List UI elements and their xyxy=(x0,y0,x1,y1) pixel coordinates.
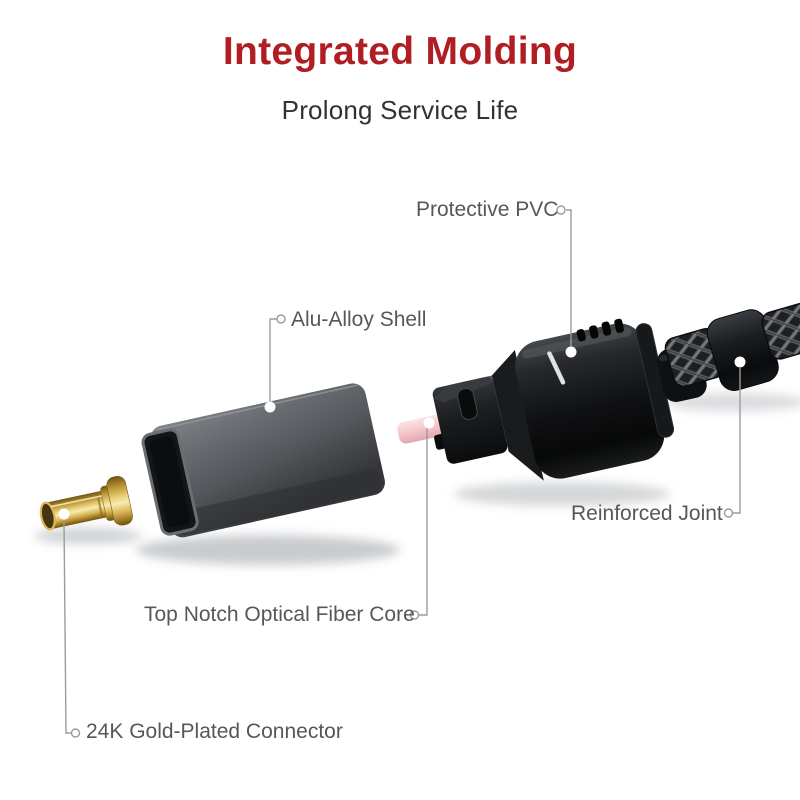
gold-connector-shape xyxy=(39,476,133,531)
label-alu-alloy-shell: Alu-Alloy Shell xyxy=(291,308,427,331)
leader-line-alu-alloy-shell xyxy=(269,318,277,402)
label-reinforced-joint: Reinforced Joint xyxy=(571,502,723,525)
leader-lines xyxy=(63,209,741,734)
leader-line-fiber-core xyxy=(419,428,428,616)
braided-cable-shape xyxy=(664,290,800,391)
toslink-connector-shape xyxy=(397,318,707,481)
leader-line-protective-pvc xyxy=(566,209,572,347)
label-circle-alu-alloy-shell xyxy=(276,314,286,324)
label-protective-pvc: Protective PVC xyxy=(416,198,559,221)
page-subtitle: Prolong Service Life xyxy=(281,95,519,125)
page-title: Integrated Molding xyxy=(222,30,578,73)
leader-line-reinforced-joint xyxy=(733,368,741,514)
leader-line-gold-connector xyxy=(63,519,71,734)
label-optical-fiber-core: Top Notch Optical Fiber Core xyxy=(144,603,415,626)
label-end-circles xyxy=(70,205,734,738)
anchor-dot-protective-pvc xyxy=(565,346,577,358)
label-circle-protective-pvc xyxy=(556,205,566,215)
label-circle-fiber-core xyxy=(409,610,420,620)
anchor-dot-fiber-core xyxy=(423,417,435,429)
label-gold-connector: 24K Gold-Plated Connector xyxy=(86,720,343,743)
label-circle-reinforced-joint xyxy=(723,508,734,518)
anchor-dots xyxy=(58,346,746,520)
anchor-dot-reinforced-joint xyxy=(734,356,746,368)
label-circle-gold-connector xyxy=(70,728,81,738)
alu-alloy-shell-shape xyxy=(141,383,385,538)
ground-shadows xyxy=(34,393,800,565)
anchor-dot-alu-alloy-shell xyxy=(264,401,276,413)
anchor-dot-gold-connector xyxy=(58,508,70,520)
